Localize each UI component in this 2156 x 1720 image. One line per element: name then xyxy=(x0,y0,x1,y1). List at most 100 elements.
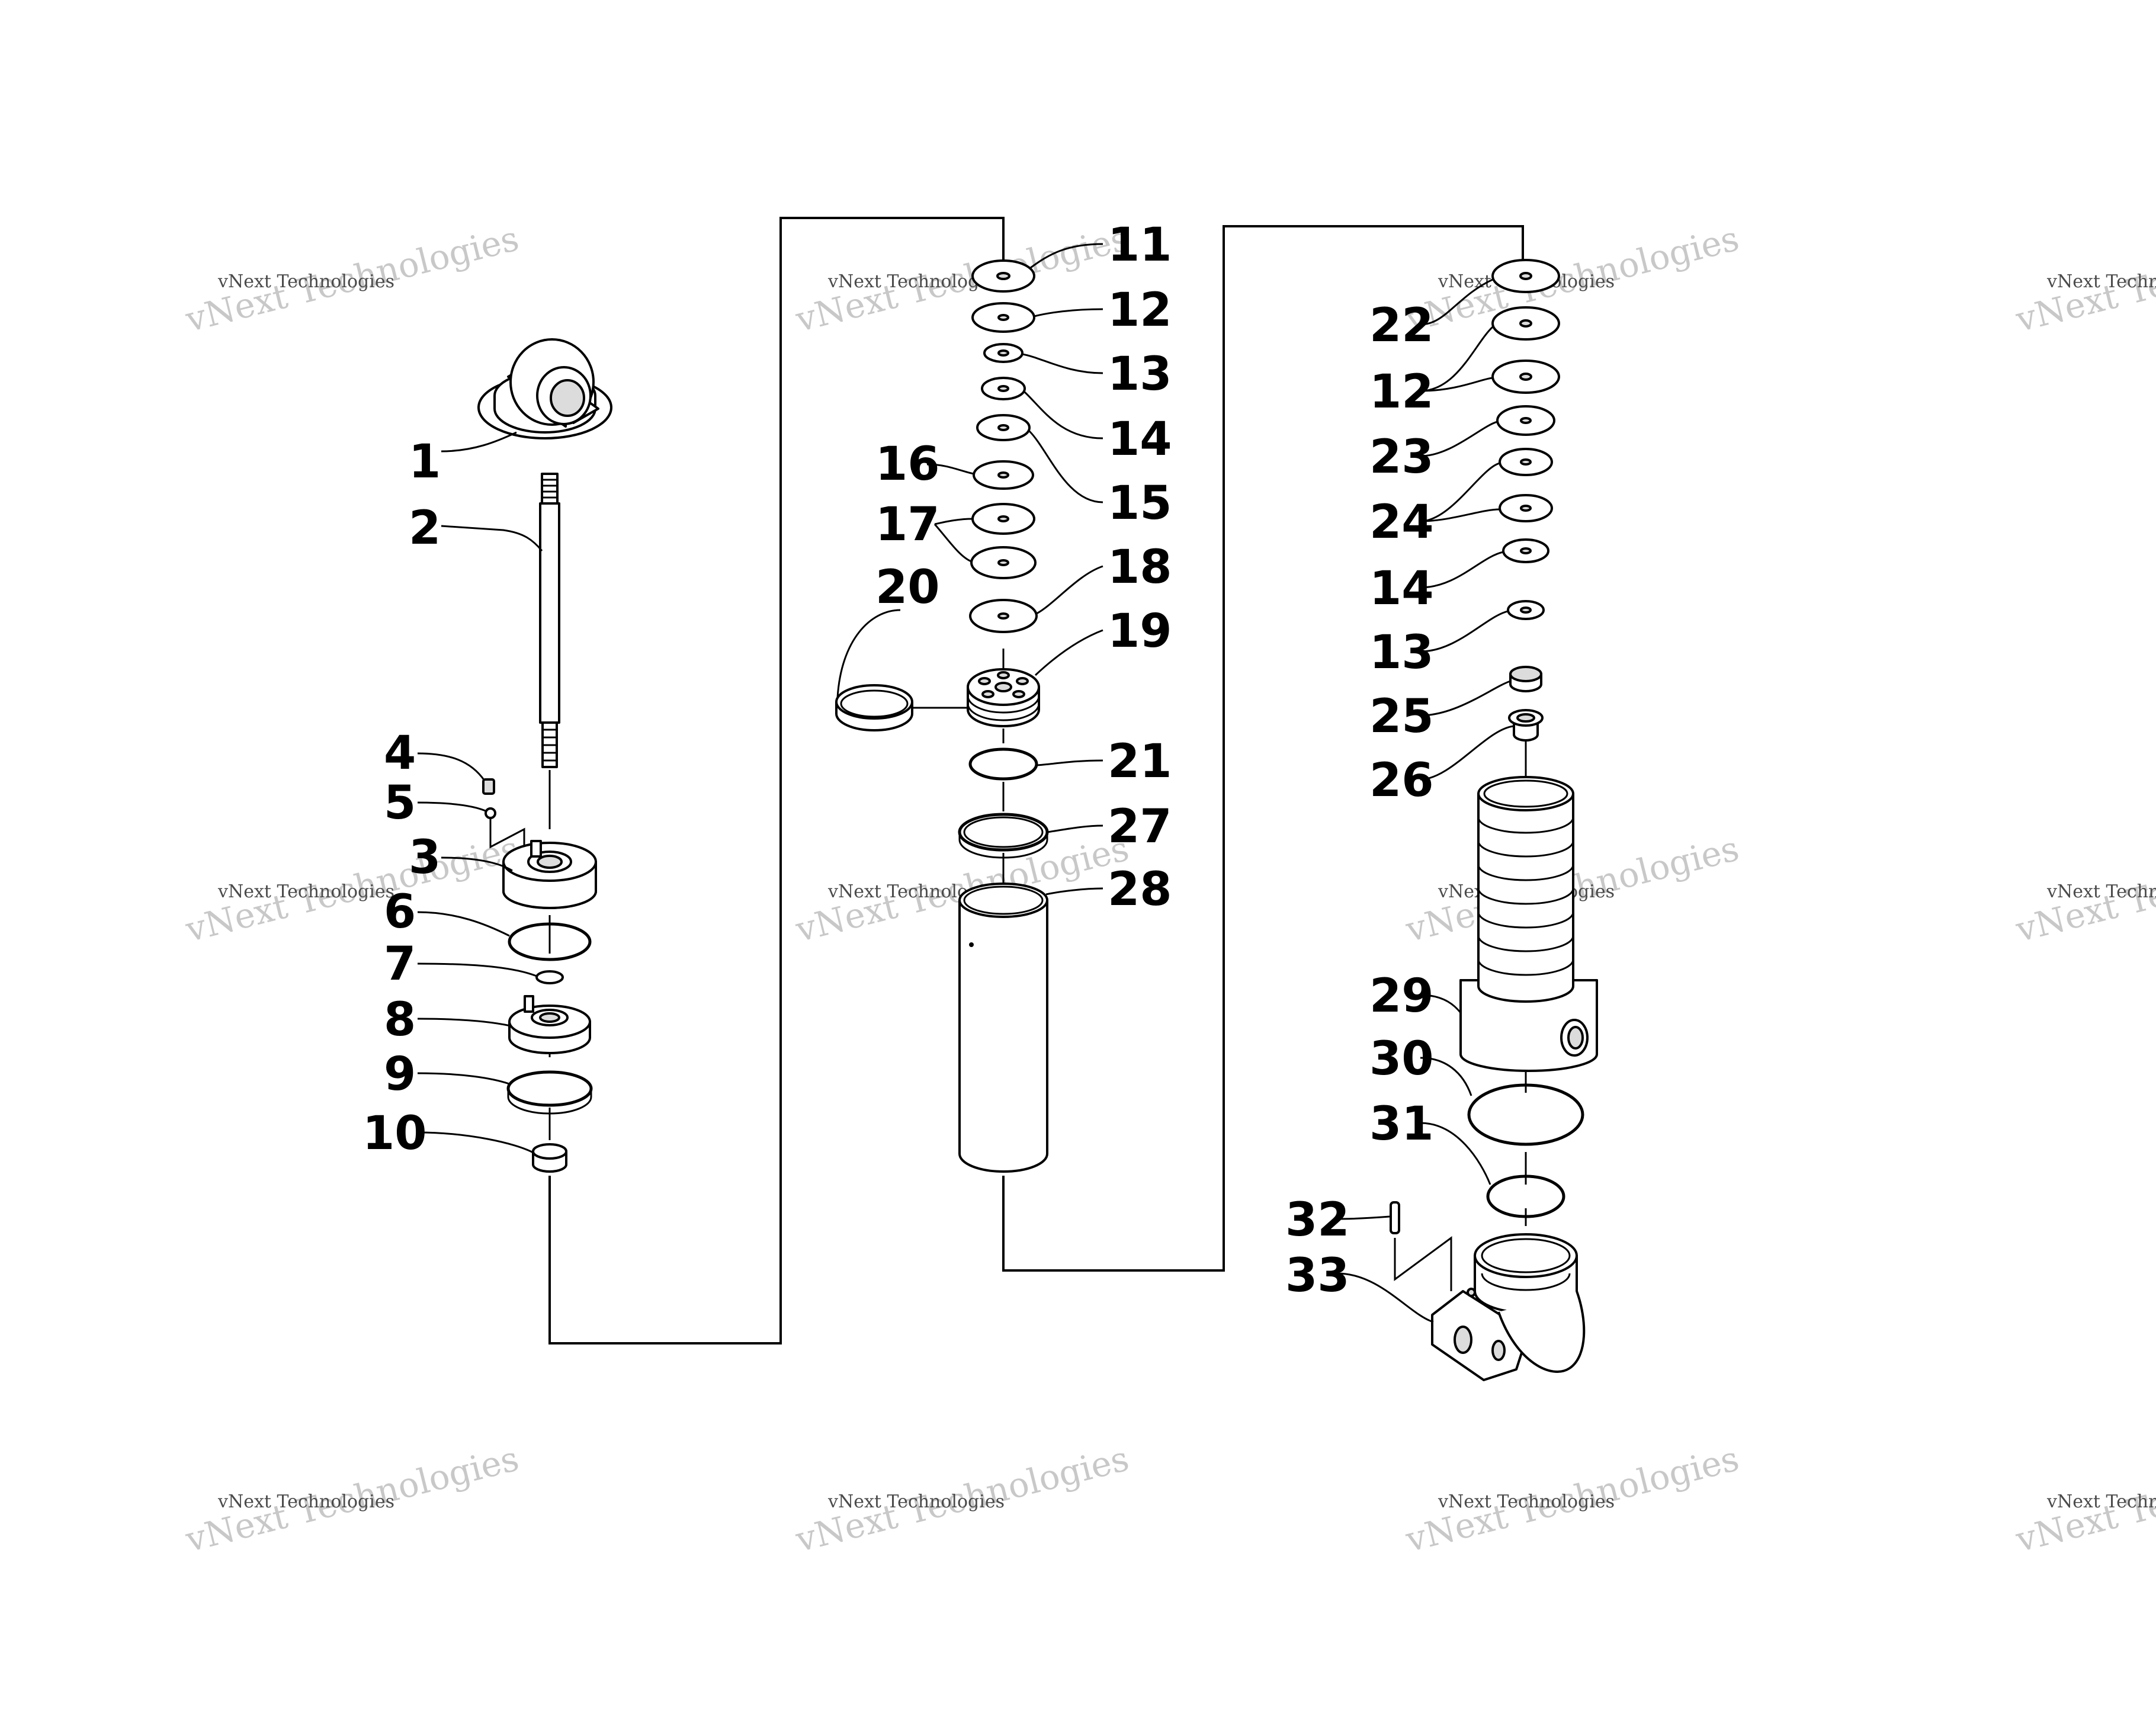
callout-14b: 14 xyxy=(1369,562,1434,615)
callout-21: 21 xyxy=(1108,735,1172,788)
watermark-small-text: vNext Technologies xyxy=(217,1491,394,1512)
shim-hole xyxy=(997,314,1009,321)
leader-17b xyxy=(933,524,972,563)
leader-12b-a xyxy=(1420,326,1494,392)
leader-29 xyxy=(1420,994,1462,1013)
callout-31: 31 xyxy=(1369,1098,1434,1151)
part-31-o-ring xyxy=(1486,1175,1565,1218)
leader-10 xyxy=(417,1131,534,1154)
watermark-small-text: vNext Technologies xyxy=(1438,1491,1615,1512)
callout-10: 10 xyxy=(362,1107,427,1160)
leader-26 xyxy=(1420,725,1515,781)
part-1-eyelet-mount xyxy=(477,338,612,439)
shim-hole xyxy=(1520,458,1532,466)
leader-16 xyxy=(926,463,974,475)
callout-12b: 12 xyxy=(1369,365,1434,419)
leader-2 xyxy=(441,525,543,551)
shim-hole xyxy=(997,515,1009,522)
leader-3 xyxy=(441,856,513,872)
callout-17: 17 xyxy=(875,498,940,551)
leader-32 xyxy=(1337,1215,1390,1220)
part-4-set-screw xyxy=(482,778,495,795)
leader-12b-b xyxy=(1420,377,1493,392)
cylinder-mark xyxy=(969,942,974,947)
callout-12a: 12 xyxy=(1108,284,1172,337)
shim-hole xyxy=(1520,607,1532,614)
callout-27: 27 xyxy=(1108,800,1172,853)
part-2-shaft xyxy=(539,473,560,768)
callout-16: 16 xyxy=(875,438,940,491)
callout-5: 5 xyxy=(384,776,416,830)
callout-26: 26 xyxy=(1369,754,1434,807)
callout-15: 15 xyxy=(1108,477,1172,530)
leader-18 xyxy=(1036,565,1103,615)
shim-hole xyxy=(1519,373,1532,381)
callout-30: 30 xyxy=(1369,1032,1434,1086)
part-19-piston xyxy=(967,668,1040,727)
callout-13b: 13 xyxy=(1369,626,1434,679)
shim-hole xyxy=(997,471,1009,479)
part-3-seal-head xyxy=(502,840,597,909)
callout-numbers: 1 2 3 4 5 6 7 8 9 10 11 12 13 14 15 18 1… xyxy=(362,219,1434,1302)
leader-14a xyxy=(1024,391,1103,439)
part-26-bushing xyxy=(1508,709,1544,742)
left-column-parts xyxy=(477,338,612,1173)
callout-24: 24 xyxy=(1369,496,1434,549)
part-5-ball xyxy=(485,807,496,819)
leader-22 xyxy=(1420,278,1493,326)
callout-11: 11 xyxy=(1108,219,1172,272)
leader-23 xyxy=(1420,421,1498,457)
shim-hole xyxy=(997,349,1009,357)
callout-8: 8 xyxy=(384,993,416,1047)
leader-21 xyxy=(1036,759,1103,766)
column-connectors xyxy=(548,217,1524,1344)
leader-27 xyxy=(1047,824,1103,833)
watermark-small-text: vNext Technologies xyxy=(827,1491,1005,1512)
leader-7 xyxy=(417,962,537,977)
watermark-small-text: vNext Technologies xyxy=(217,881,394,902)
leader-33 xyxy=(1337,1272,1434,1323)
part-7-small-o-ring xyxy=(535,970,564,984)
callout-32: 32 xyxy=(1285,1193,1350,1247)
leader-12a xyxy=(1034,308,1103,317)
shim-hole xyxy=(997,559,1009,566)
callout-4: 4 xyxy=(384,727,416,780)
leader-17a xyxy=(934,518,973,525)
leader-31 xyxy=(1420,1122,1491,1185)
shim-hole xyxy=(997,385,1009,392)
callout-23: 23 xyxy=(1369,431,1434,484)
leader-4 xyxy=(417,752,486,781)
callout-3: 3 xyxy=(409,831,441,884)
leader-6 xyxy=(417,911,510,937)
shim-hole xyxy=(1519,319,1532,328)
shim-hole xyxy=(997,424,1009,431)
callout-19: 19 xyxy=(1108,605,1172,658)
part-9-ring xyxy=(506,1070,593,1115)
callout-18: 18 xyxy=(1108,541,1172,594)
leader-1 xyxy=(441,431,517,453)
leader-28 xyxy=(1045,887,1103,896)
callout-25: 25 xyxy=(1369,690,1434,743)
shim-hole xyxy=(996,272,1010,280)
callout-33: 33 xyxy=(1285,1249,1350,1302)
leader-14b xyxy=(1420,551,1504,589)
connector-middle-to-right xyxy=(1002,225,1524,1272)
part-8-bearing-housing xyxy=(508,995,591,1054)
leader-24b xyxy=(1420,508,1500,522)
part-30-o-ring xyxy=(1467,1083,1584,1146)
callout-9: 9 xyxy=(384,1048,416,1101)
callout-6: 6 xyxy=(384,885,416,939)
leader-13b xyxy=(1420,610,1509,653)
callout-29: 29 xyxy=(1369,970,1434,1023)
part-10-bushing xyxy=(532,1143,567,1173)
callout-7: 7 xyxy=(384,938,416,991)
leader-lines xyxy=(417,243,1515,1323)
callout-22: 22 xyxy=(1369,299,1434,352)
leader-25 xyxy=(1420,680,1511,717)
shim-hole xyxy=(997,612,1009,620)
shim-hole xyxy=(1520,505,1532,512)
part-21-o-ring xyxy=(968,747,1038,781)
watermark-small-text: vNext Technologies xyxy=(217,271,394,292)
leader-24a xyxy=(1420,462,1500,522)
